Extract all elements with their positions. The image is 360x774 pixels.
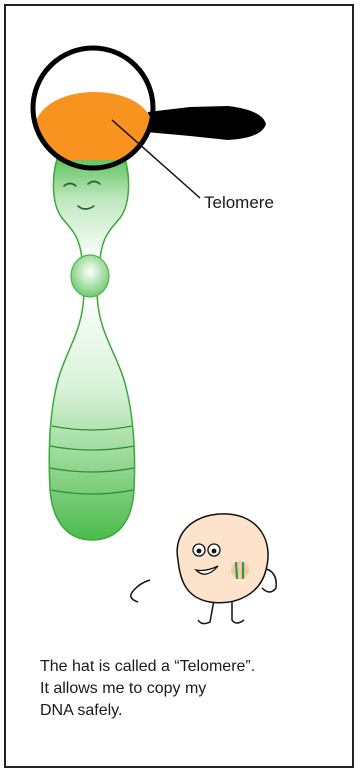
caption: The hat is called a “Telomere”. It allow… bbox=[40, 656, 355, 722]
magnifier-handle bbox=[146, 106, 266, 140]
caption-line-3: DNA safely. bbox=[40, 700, 355, 722]
telomere-label: Telomere bbox=[204, 193, 274, 213]
caption-line-1: The hat is called a “Telomere”. bbox=[40, 656, 355, 678]
centromere bbox=[71, 255, 109, 297]
chromosome-lower-arm bbox=[49, 290, 134, 540]
cell-body bbox=[177, 514, 268, 603]
caption-line-2: It allows me to copy my bbox=[40, 678, 355, 700]
cell-character bbox=[131, 514, 276, 624]
